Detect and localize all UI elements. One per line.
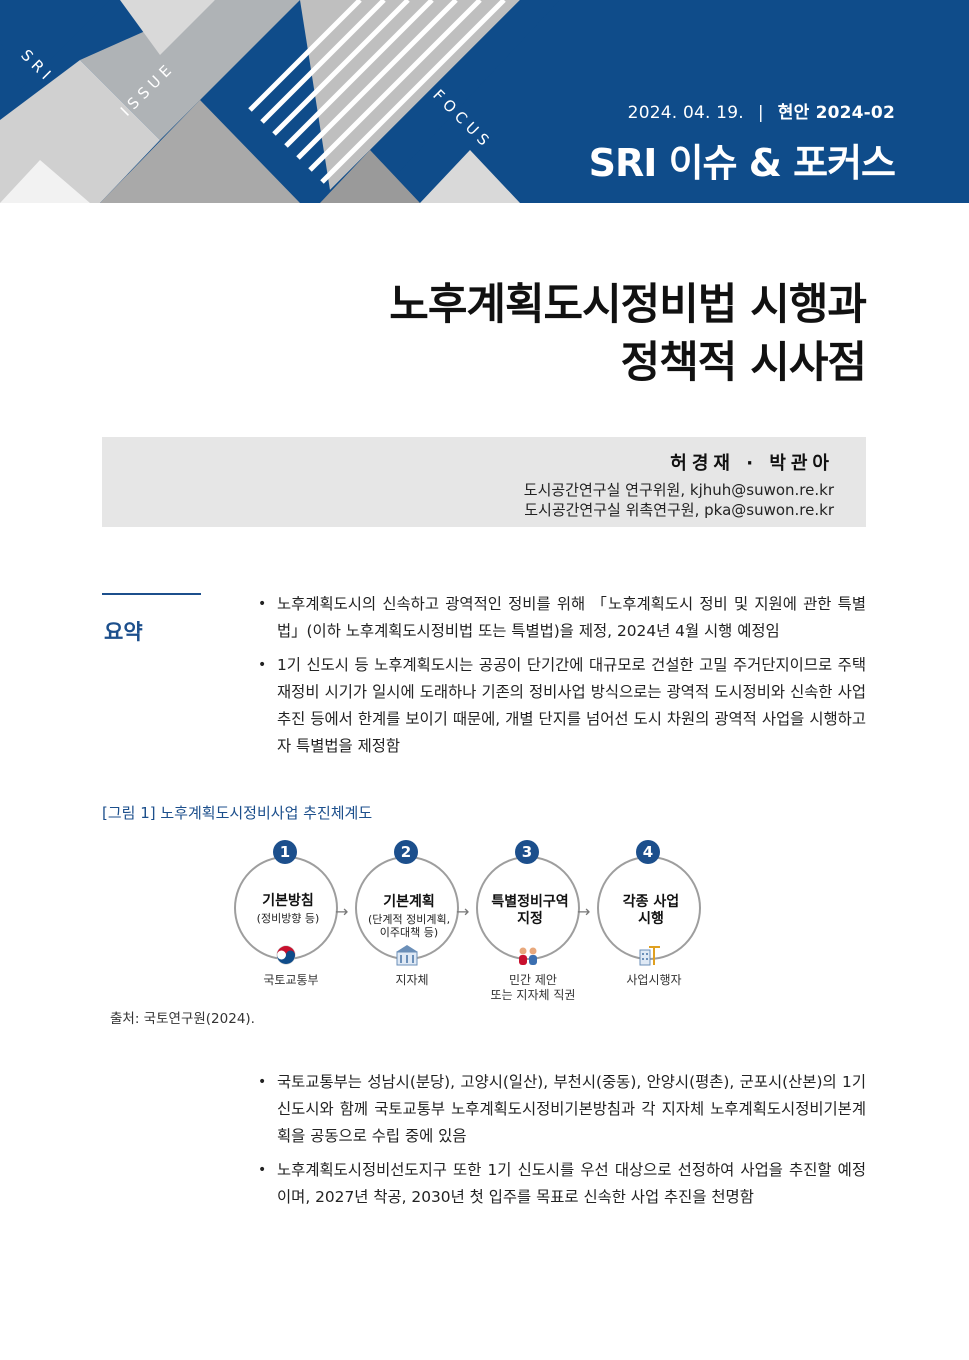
author-affiliation-1: 도시공간연구실 연구위원, kjhuh@suwon.re.kr — [523, 481, 834, 499]
figure-caption: [그림 1] 노후계획도시정비사업 추진체계도 — [102, 804, 373, 822]
step-title: 특별정비구역 — [491, 894, 569, 910]
summary-bullet: 노후계획도시의 신속하고 광역적인 정비를 위해 「노후계획도시 정비 및 지원… — [258, 591, 866, 645]
step-circle: 각종 사업 시행 — [597, 856, 701, 960]
step-subtitle: (정비방향 등) — [256, 912, 320, 925]
step-number-badge: 4 — [636, 840, 660, 864]
author-affiliation-2: 도시공간연구실 위촉연구원, pka@suwon.re.kr — [524, 501, 834, 519]
step-title: 기본방침 — [262, 893, 314, 909]
people-icon — [519, 947, 537, 965]
body-list: 국토교통부는 성남시(분당), 고양시(일산), 부천시(중동), 안양시(평촌… — [258, 1069, 866, 1218]
page-title: 노후계획도시정비법 시행과 정책적 시사점 — [389, 276, 867, 392]
step-label-line: 사업시행자 — [626, 973, 682, 987]
summary-rule — [102, 593, 201, 595]
summary-list: 노후계획도시의 신속하고 광역적인 정비를 위해 「노후계획도시 정비 및 지원… — [258, 591, 866, 767]
summary-label: 요약 — [104, 620, 143, 644]
arrow-right-icon: → — [456, 902, 470, 921]
brand-title: SRI 이슈 & 포커스 — [588, 141, 896, 185]
body-bullet: 노후계획도시정비선도지구 또한 1기 신도시를 우선 대상으로 선정하여 사업을… — [258, 1157, 866, 1211]
step-number-badge: 2 — [394, 840, 418, 864]
header-banner: SRI ISSUE FOCUS 2024. 04. 19.|현안 2024-02… — [0, 0, 969, 203]
step-label: 국토교통부 — [226, 973, 356, 988]
date-separator: | — [757, 103, 764, 123]
construction-icon — [639, 946, 660, 966]
step-label: 지자체 — [347, 973, 477, 988]
step-label-line: 지자체 — [395, 973, 429, 987]
author-names: 허경재 · 박관아 — [670, 453, 834, 474]
step-label: 사업시행자 — [589, 973, 719, 988]
step-title-2: 시행 — [638, 911, 664, 927]
step-label-line: 또는 지자체 직권 — [490, 988, 576, 1002]
author-box: 허경재 · 박관아 도시공간연구실 연구위원, kjhuh@suwon.re.k… — [102, 437, 866, 527]
step-subtitle: (단계적 정비계획, — [367, 913, 451, 926]
government-emblem-icon — [276, 945, 296, 965]
step-number-badge: 3 — [515, 840, 539, 864]
issue-date-line: 2024. 04. 19. | 현안 2024-02 — [628, 98, 895, 123]
step-label: 민간 제안 또는 지자체 직권 — [468, 973, 598, 1003]
step-label-line: 국토교통부 — [263, 973, 319, 987]
figure-source: 출처: 국토연구원(2024). — [110, 1011, 255, 1027]
step-title-2: 지정 — [517, 911, 543, 927]
step-subtitle: 이주대책 등) — [379, 926, 439, 939]
step-circle: 특별정비구역 지정 — [476, 856, 580, 960]
process-diagram: 기본방침 (정비방향 등) 1 국토교통부 → 기본계획 (단계적 정비계획, … — [225, 836, 710, 1011]
arrow-right-icon: → — [335, 902, 349, 921]
issue-date: 2024. 04. 19. — [627, 103, 744, 123]
title-line-2: 정책적 시사점 — [620, 338, 867, 388]
step-label-line: 민간 제안 — [509, 973, 557, 987]
step-title: 기본계획 — [383, 894, 435, 910]
header-graphic — [0, 0, 560, 203]
arrow-right-icon: → — [577, 902, 591, 921]
summary-bullet: 1기 신도시 등 노후계획도시는 공공이 단기간에 대규모로 건설한 고밀 주거… — [258, 652, 866, 760]
issue-number: 현안 2024-02 — [777, 103, 895, 123]
title-line-1: 노후계획도시정비법 시행과 — [389, 280, 867, 330]
step-number-badge: 1 — [273, 840, 297, 864]
body-bullet: 국토교통부는 성남시(분당), 고양시(일산), 부천시(중동), 안양시(평촌… — [258, 1069, 866, 1150]
step-title: 각종 사업 — [622, 894, 680, 910]
city-hall-icon — [396, 945, 418, 966]
